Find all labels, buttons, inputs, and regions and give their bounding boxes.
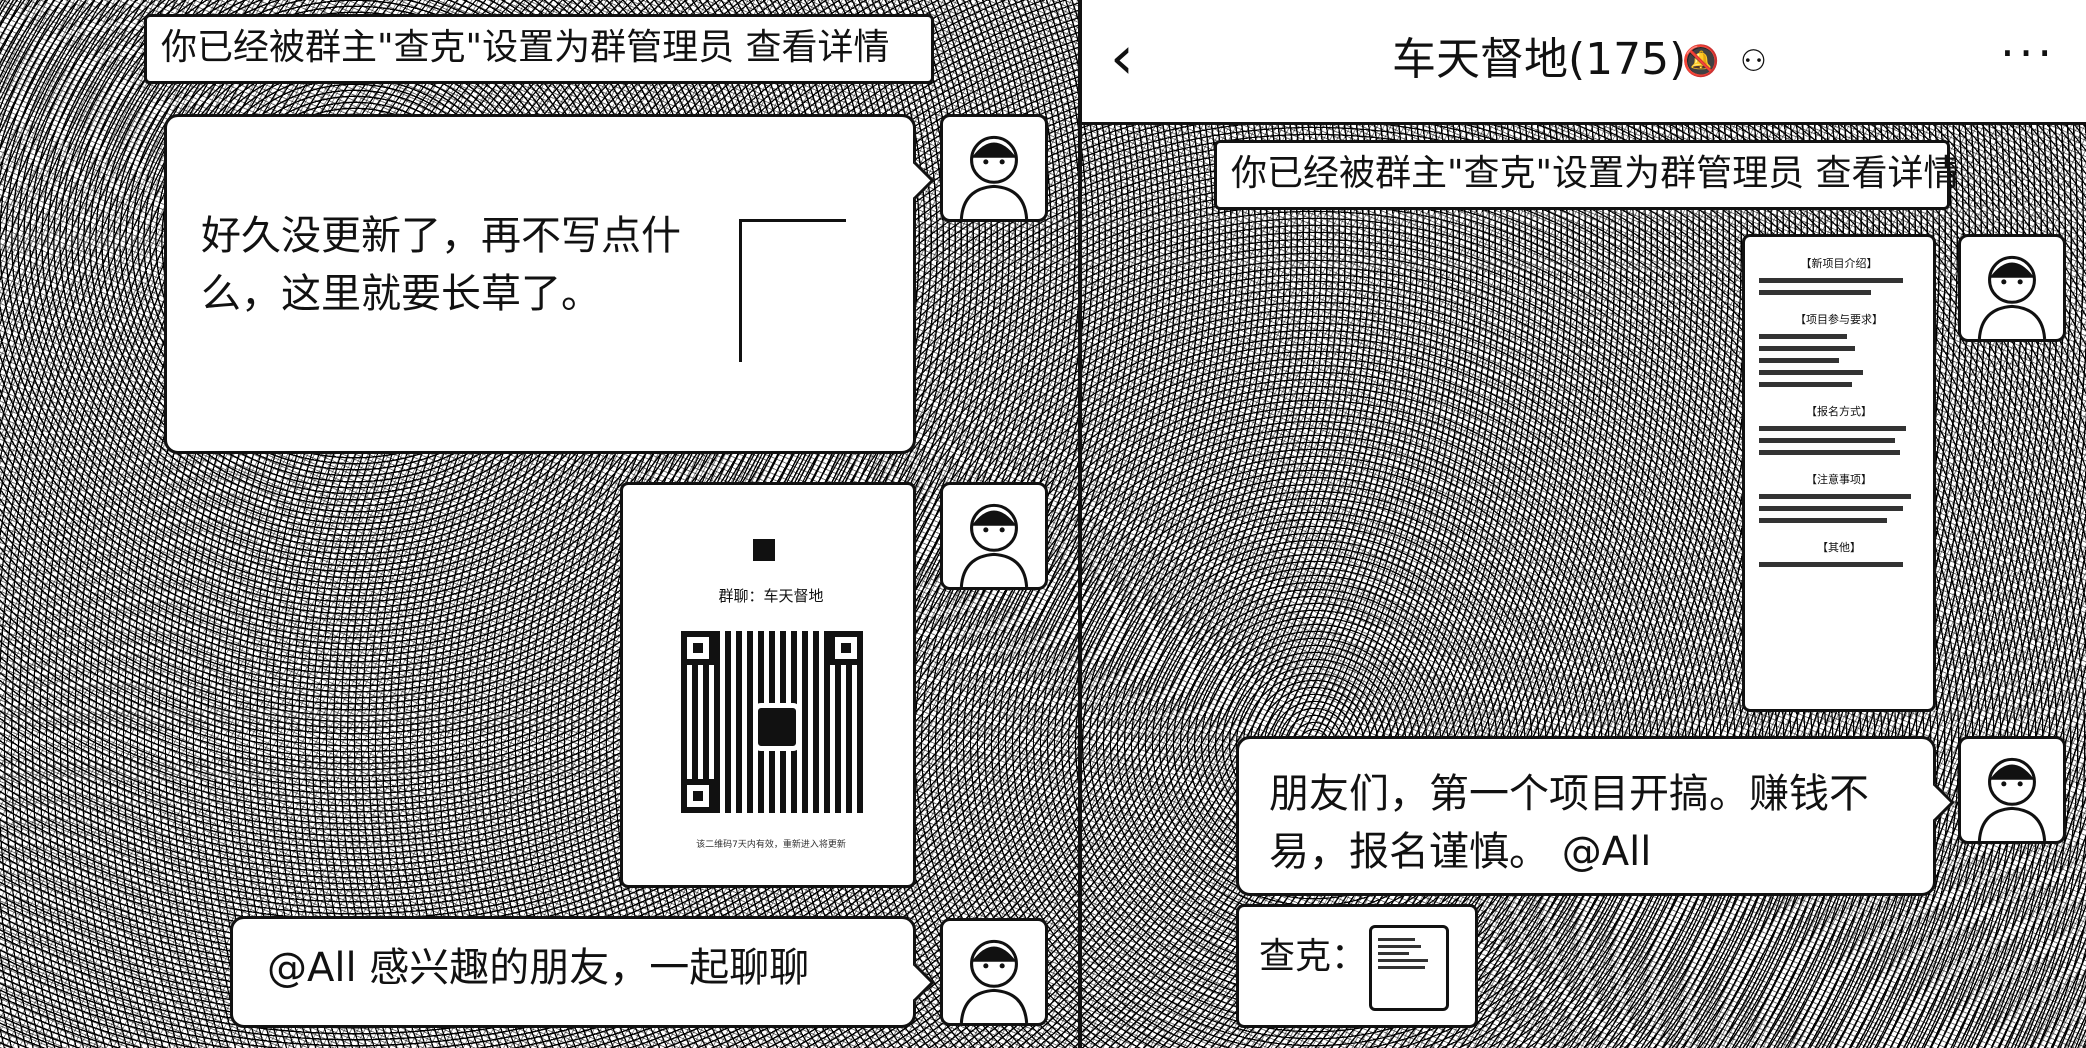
qr-code: [681, 631, 863, 813]
system-notice[interactable]: 你已经被群主"查克"设置为群管理员 查看详情: [1214, 140, 1960, 210]
doc-line: [1378, 938, 1416, 941]
doc-section-heading: 【其他】: [1817, 541, 1861, 554]
doc-line: [1378, 966, 1425, 969]
doc-line: [1759, 450, 1900, 455]
left-chat-panel: 你已经被群主"查克"设置为群管理员 查看详情 好久没更新了，再不写点什么，这里就…: [0, 0, 1078, 1048]
doc-line: [1759, 290, 1871, 295]
doc-section-heading: 【新项目介绍】: [1800, 257, 1878, 270]
system-notice-text: 你已经被群主"查克"设置为群管理员 查看详情: [161, 27, 890, 68]
quoted-reply[interactable]: 查克：: [1236, 904, 1478, 1028]
system-notice-text: 你已经被群主"查克"设置为群管理员 查看详情: [1231, 153, 1960, 194]
doc-section-heading: 【项目参与要求】: [1795, 313, 1883, 326]
doc-line: [1759, 506, 1903, 511]
qr-footer: 该二维码7天内有效，重新进入将更新: [696, 840, 846, 850]
quote-sender: 查克：: [1259, 936, 1368, 977]
doc-line: [1378, 952, 1409, 955]
message-bubble-text[interactable]: 好久没更新了，再不写点什么，这里就要长草了。: [164, 114, 916, 454]
doc-line: [1759, 346, 1855, 351]
bell-off-icon: 🔕: [1682, 44, 1720, 79]
doc-line: [1759, 562, 1903, 567]
avatar[interactable]: [1958, 234, 2066, 342]
back-chevron-icon[interactable]: ‹: [1110, 23, 1134, 93]
qr-finder: [829, 631, 863, 665]
doc-line: [1759, 334, 1847, 339]
doc-line: [1759, 358, 1839, 363]
message-text: 好久没更新了，再不写点什么，这里就要长草了。: [201, 213, 681, 317]
qr-finder: [681, 779, 715, 813]
right-chat-panel: ‹ 车天督地(175) 🔕 ⚇ ··· 你已经被群主"查克"设置为群管理员 查看…: [1082, 0, 2086, 1048]
message-bubble-text[interactable]: 朋友们，第一个项目开搞。赚钱不易，报名谨慎。 @All: [1236, 736, 1936, 896]
doc-line: [1759, 438, 1895, 443]
message-bubble-text[interactable]: @All 感兴趣的朋友，一起聊聊: [230, 916, 916, 1028]
doc-line: [1759, 426, 1907, 431]
message-text: 朋友们，第一个项目开搞。赚钱不易，报名谨慎。 @All: [1269, 771, 1869, 875]
avatar[interactable]: [940, 114, 1048, 222]
message-text: @All 感兴趣的朋友，一起聊聊: [267, 945, 810, 991]
doc-line: [1378, 945, 1422, 948]
quoted-image-thumbnail[interactable]: [1369, 925, 1449, 1011]
avatar[interactable]: [1958, 736, 2066, 844]
document-image[interactable]: 【新项目介绍】 【项目参与要求】 【报名方式】 【注意事项】 【其他】: [1742, 234, 1936, 712]
qr-code-card[interactable]: 群聊：车天督地 该二维码7天内有效，重新进入将更新: [620, 482, 916, 888]
doc-line: [1759, 370, 1863, 375]
image-placeholder: [739, 219, 846, 362]
qr-group-label: 群聊：车天督地: [718, 587, 824, 605]
doc-line: [1378, 959, 1428, 962]
avatar[interactable]: [940, 482, 1048, 590]
more-options-button[interactable]: ···: [2000, 26, 2056, 80]
wechat-logo-icon: [753, 539, 775, 561]
ear-icon: ⚇: [1740, 44, 1767, 79]
system-notice[interactable]: 你已经被群主"查克"设置为群管理员 查看详情: [144, 14, 934, 84]
doc-line: [1759, 382, 1852, 387]
chat-header: ‹ 车天督地(175) 🔕 ⚇ ···: [1082, 0, 2086, 125]
wechat-center-icon: [753, 703, 801, 751]
doc-line: [1759, 278, 1903, 283]
doc-line: [1759, 494, 1911, 499]
qr-finder: [681, 631, 715, 665]
chat-title: 车天督地(175): [1392, 34, 1687, 85]
doc-section-heading: 【注意事项】: [1806, 473, 1872, 486]
doc-line: [1759, 518, 1887, 523]
avatar[interactable]: [940, 918, 1048, 1026]
panel-divider: [1078, 0, 1082, 1048]
doc-section-heading: 【报名方式】: [1806, 405, 1872, 418]
